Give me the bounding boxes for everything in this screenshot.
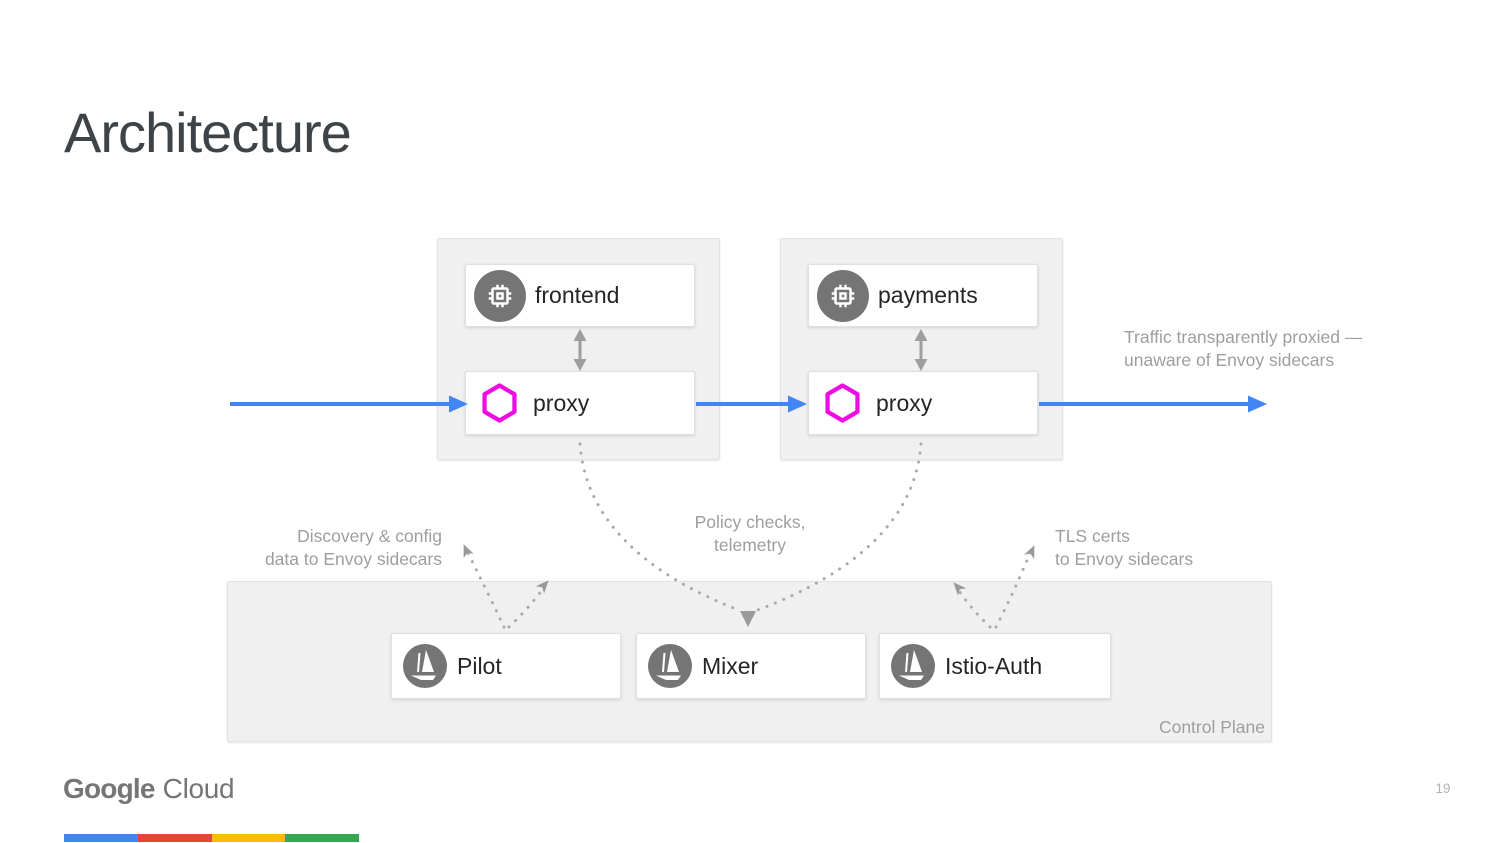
service-box-payments: payments [808, 264, 1038, 327]
discovery-annotation-line2: data to Envoy sidecars [264, 548, 442, 569]
chip-icon [817, 269, 869, 322]
service-label: payments [878, 282, 978, 308]
tls-annotation-line2: to Envoy sidecars [1055, 548, 1194, 569]
envoy-hexagon-icon [825, 383, 860, 423]
google-logo-text: Google [63, 773, 155, 804]
traffic-annotation-line1: Traffic transparently proxied — [1124, 327, 1363, 347]
traffic-annotation-line2: unaware of Envoy sidecars [1124, 349, 1335, 370]
istio-auth-box: Istio-Auth [879, 633, 1111, 699]
pilot-label: Pilot [457, 652, 502, 679]
proxy-label: proxy [876, 389, 933, 416]
istio-sailboat-icon [403, 644, 447, 688]
chip-icon [474, 269, 526, 322]
mixer-label: Mixer [702, 652, 759, 679]
tls-annotation: TLS certs to Envoy sidecars [1055, 525, 1193, 570]
google-color-bar [64, 834, 359, 842]
policy-annotation-line1: Policy checks, [694, 512, 806, 532]
egress-traffic-arrow [1039, 395, 1267, 413]
control-plane-label: Control Plane [1158, 717, 1265, 737]
page-title: Architecture [64, 101, 352, 164]
envoy-hexagon-icon [482, 383, 517, 423]
istio-sailboat-icon [648, 644, 692, 688]
control-plane-container: Pilot Mixer Istio-Auth Contro [227, 581, 1272, 742]
cloud-logo-text: Cloud [162, 773, 235, 804]
pilot-box: Pilot [391, 633, 621, 699]
ingress-traffic-arrow [230, 395, 468, 413]
pod-frontend: frontend proxy [437, 238, 720, 460]
traffic-annotation: Traffic transparently proxied — unaware … [1124, 326, 1362, 371]
bar-segment-red [137, 834, 212, 842]
proxy-box-payments: proxy [808, 371, 1038, 435]
discovery-annotation: Discovery & config data to Envoy sidecar… [228, 525, 442, 570]
bar-segment-green [285, 834, 359, 842]
proxy-box-frontend: proxy [465, 371, 695, 435]
pod-payments: payments proxy [780, 238, 1063, 460]
mixer-box: Mixer [636, 633, 866, 699]
page-number: 19 [1435, 781, 1451, 796]
service-label: frontend [535, 282, 620, 308]
discovery-annotation-line1: Discovery & config [297, 526, 442, 546]
policy-annotation-line2: telemetry [714, 534, 786, 555]
istio-sailboat-icon [891, 644, 935, 688]
proxy-label: proxy [533, 389, 590, 416]
service-box-frontend: frontend [465, 264, 695, 327]
bar-segment-blue [64, 834, 138, 842]
bar-segment-yellow [211, 834, 286, 842]
tls-annotation-line1: TLS certs [1055, 526, 1130, 546]
istio-auth-label: Istio-Auth [945, 652, 1043, 679]
policy-annotation: Policy checks, telemetry [650, 511, 850, 556]
